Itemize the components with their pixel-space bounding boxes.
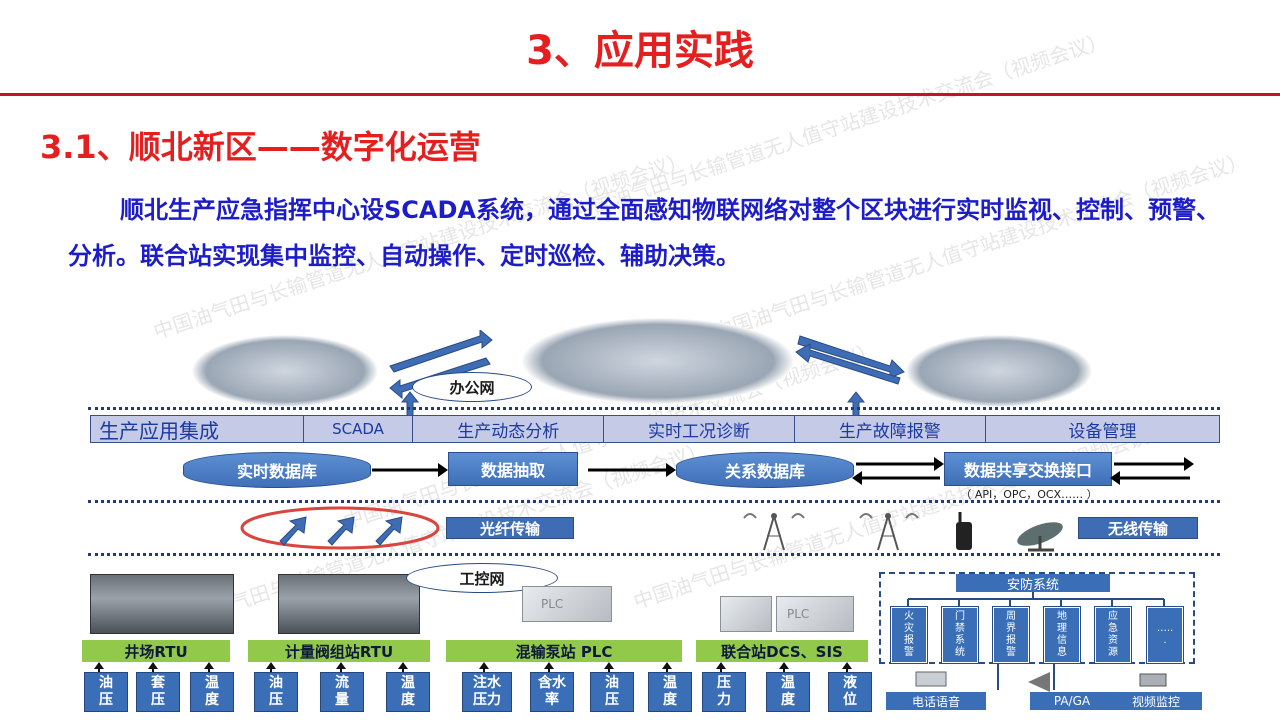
sensor-pressure: 压 力 [702, 672, 746, 712]
data-flow-arrow [588, 463, 676, 477]
application-integration-bar: 生产应用集成 SCADA 生产动态分析 实时工况诊断 生产故障报警 设备管理 [90, 415, 1220, 443]
wellsite-rtu-cabinet-image [90, 574, 234, 634]
sensor-oil-pressure: 油 压 [590, 672, 634, 712]
office-network-cloud: 办公网 [412, 372, 532, 402]
sensor-uplink-arrows [94, 662, 852, 674]
relational-database: 关系数据库 [676, 452, 854, 488]
pump-station-plc-image: PLC [522, 586, 612, 622]
plc-tag: PLC [787, 607, 810, 621]
data-extraction: 数据抽取 [448, 452, 578, 486]
satellite-dish-icon [1017, 522, 1063, 552]
title-divider [0, 93, 1280, 96]
security-output-icons [915, 664, 1167, 692]
control-center-photo [522, 318, 794, 404]
plc-tag: PLC [541, 597, 564, 611]
section-title: 3.1、顺北新区——数字化运营 [40, 128, 481, 166]
fiber-transmission-graphic [240, 506, 440, 550]
sensor-flow: 流 量 [320, 672, 364, 712]
app-item-fault-alarm[interactable]: 生产故障报警 [795, 416, 986, 442]
station-metering-valve-rtu: 计量阀组站RTU [248, 640, 430, 662]
data-exchange-interface: 数据共享交换接口 [944, 452, 1112, 486]
app-item-scada[interactable]: SCADA [304, 416, 414, 442]
app-item-production-analysis[interactable]: 生产动态分析 [413, 416, 605, 442]
realtime-database: 实时数据库 [183, 452, 371, 488]
app-item-equipment-management[interactable]: 设备管理 [1068, 421, 1137, 442]
security-output-phone-voice: 电话语音 [886, 692, 986, 710]
security-fire-alarm: 火 灾 报 警 [890, 606, 928, 664]
security-connectors [907, 592, 1165, 607]
description-paragraph: 顺北生产应急指挥中心设SCADA系统，通过全面感知物联网络对整个区块进行实时监视… [68, 196, 1220, 270]
security-emergency-resources: 应 急 资 源 [1094, 606, 1132, 664]
station-central-dcs-sis: 联合站DCS、SIS [696, 640, 868, 662]
bidirectional-arrow [1110, 457, 1194, 485]
sensor-temperature: 温 度 [190, 672, 234, 712]
layer-divider [88, 500, 1220, 503]
exchange-protocols-note: （ API，OPC，OCX…… ） [960, 488, 1098, 501]
wireless-towers-icon [743, 513, 919, 551]
page-title: 3、应用实践 [526, 28, 754, 74]
sensor-oil-pressure: 油 压 [84, 672, 128, 712]
sensor-level: 液 位 [828, 672, 872, 712]
security-system-group [879, 572, 1195, 664]
metering-rtu-cabinet-image [278, 574, 420, 634]
sensor-injection-pressure: 注水 压力 [462, 672, 512, 712]
security-system-title: 安防系统 [956, 574, 1110, 593]
sensor-water-cut: 含水 率 [530, 672, 574, 712]
app-item-condition-diagnosis[interactable]: 实时工况诊断 [604, 416, 795, 442]
security-more: ….. . [1146, 606, 1184, 664]
control-room-photo-left [192, 335, 378, 407]
security-access-control: 门 禁 系 统 [941, 606, 979, 664]
layer-divider [88, 407, 1220, 410]
station-pump-plc: 混输泵站 PLC [446, 640, 682, 662]
central-station-plc-image: PLC [776, 596, 854, 632]
data-flow-arrow [372, 463, 448, 477]
security-output-pa-ga: PA/GA [1030, 692, 1114, 710]
central-station-server-image [720, 596, 772, 632]
fiber-transmission-label: 光纤传输 [446, 517, 574, 539]
station-wellsite-rtu: 井场RTU [82, 640, 230, 662]
security-geo-info: 地 理 信 息 [1043, 606, 1081, 664]
industrial-network-cloud: 工控网 [406, 563, 558, 593]
layer-divider [88, 553, 1220, 556]
sensor-oil-pressure: 油 压 [254, 672, 298, 712]
control-room-photo-right [906, 335, 1092, 407]
security-perimeter-alarm: 周 界 报 警 [992, 606, 1030, 664]
sensor-temperature: 温 度 [648, 672, 692, 712]
bidirectional-arrow [852, 457, 944, 485]
radio-icon [956, 512, 972, 550]
security-output-video-surveillance: 视频监控 [1110, 692, 1202, 710]
sensor-temperature: 温 度 [386, 672, 430, 712]
wireless-transmission-label: 无线传输 [1078, 517, 1198, 539]
app-bar-title: 生产应用集成 [91, 416, 304, 443]
sensor-temperature: 温 度 [766, 672, 810, 712]
sensor-casing-pressure: 套 压 [136, 672, 180, 712]
